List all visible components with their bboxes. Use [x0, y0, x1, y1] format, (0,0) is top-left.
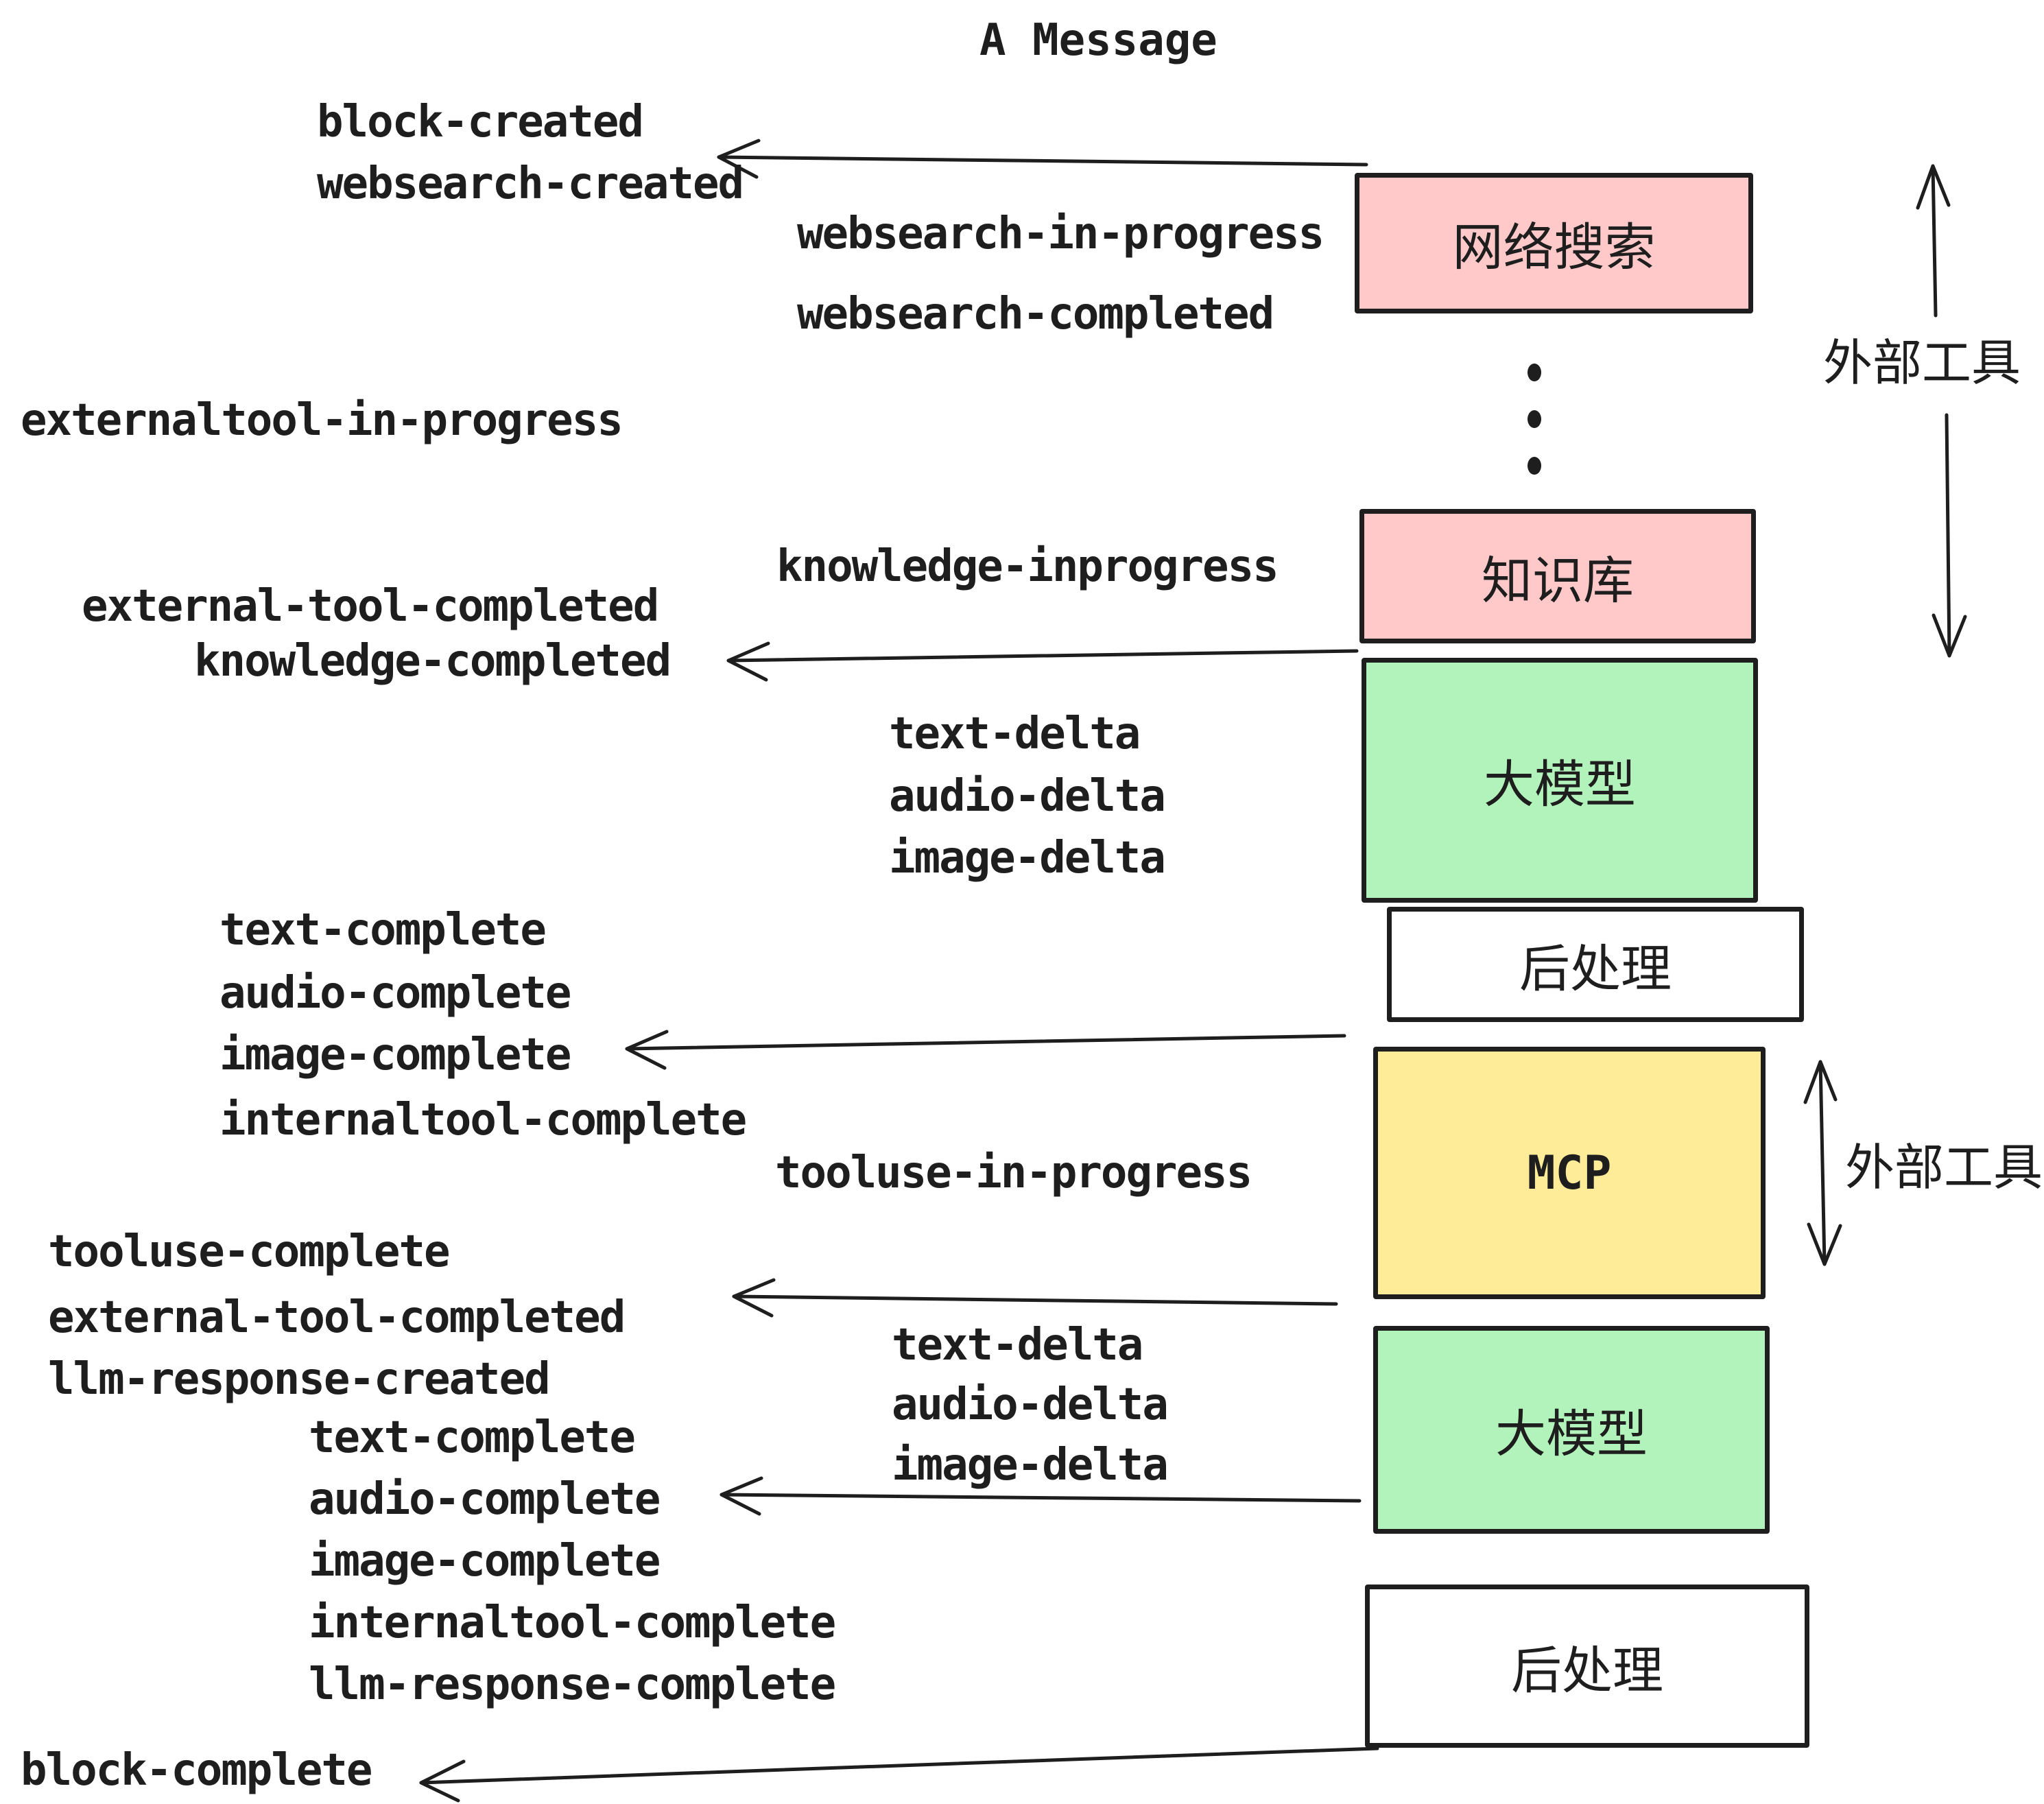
ellipsis-dots: [1528, 364, 1541, 475]
event-audio-delta-1: audio-delta: [889, 771, 1166, 822]
event-text-delta-2: text-delta: [892, 1320, 1143, 1370]
arrow-to-websearch-created: [717, 139, 1368, 179]
event-tooluse-complete: tooluse-complete: [48, 1226, 450, 1277]
event-external-tool-completed-1: external-tool-completed: [82, 581, 659, 632]
event-externaltool-in-progress: externaltool-in-progress: [21, 395, 623, 446]
event-llm-response-created: llm-response-created: [48, 1354, 551, 1405]
event-websearch-in-progress: websearch-in-progress: [797, 209, 1324, 259]
box-llm-1-label: 大模型: [1484, 755, 1636, 814]
box-knowledge-base-label: 知识库: [1482, 551, 1634, 610]
diagram-title: A Message: [979, 15, 1217, 66]
event-audio-delta-2: audio-delta: [892, 1379, 1169, 1430]
box-llm-2: 大模型: [1373, 1326, 1770, 1534]
box-postprocess-2: 后处理: [1365, 1585, 1809, 1748]
box-postprocess-1-label: 后处理: [1519, 939, 1672, 999]
event-image-complete-1: image-complete: [219, 1030, 571, 1080]
box-postprocess-2-label: 后处理: [1511, 1641, 1663, 1700]
external-tools-double-arrow-bottom: [1803, 1060, 1842, 1266]
box-llm-1: 大模型: [1362, 658, 1758, 903]
event-text-complete-2: text-complete: [309, 1412, 636, 1463]
box-mcp-label: MCP: [1527, 1146, 1612, 1200]
event-internaltool-complete-2: internaltool-complete: [309, 1598, 836, 1648]
external-tools-label-bottom: 外部工具: [1844, 1139, 2044, 1196]
event-audio-complete-1: audio-complete: [219, 968, 571, 1019]
event-llm-response-complete: llm-response-complete: [309, 1659, 836, 1710]
box-llm-2-label: 大模型: [1495, 1405, 1648, 1464]
event-internaltool-complete-1: internaltool-complete: [219, 1095, 747, 1146]
box-postprocess-1: 后处理: [1387, 907, 1804, 1022]
event-block-created: block-created: [317, 97, 644, 147]
event-websearch-completed: websearch-completed: [797, 289, 1274, 340]
event-external-tool-completed-2: external-tool-completed: [48, 1292, 626, 1343]
event-audio-complete-2: audio-complete: [309, 1474, 661, 1525]
box-mcp: MCP: [1373, 1047, 1766, 1299]
arrow-to-external-tool-completed: [732, 1278, 1338, 1318]
event-text-delta-1: text-delta: [889, 709, 1141, 759]
event-image-delta-1: image-delta: [889, 833, 1166, 883]
event-tooluse-in-progress: tooluse-in-progress: [775, 1148, 1252, 1198]
arrow-to-image-complete: [625, 1030, 1346, 1070]
event-image-complete-2: image-complete: [309, 1536, 661, 1587]
event-block-complete: block-complete: [21, 1745, 372, 1796]
external-tools-label-top: 外部工具: [1822, 334, 2023, 392]
arrow-to-block-complete: [419, 1746, 1379, 1803]
event-websearch-created: websearch-created: [317, 158, 744, 209]
event-knowledge-completed: knowledge-completed: [194, 636, 672, 687]
box-websearch-label: 网络搜索: [1452, 218, 1656, 277]
arrow-to-audio-complete: [720, 1476, 1362, 1516]
event-image-delta-2: image-delta: [892, 1440, 1169, 1491]
box-knowledge-base: 知识库: [1359, 509, 1756, 643]
event-knowledge-inprogress: knowledge-inprogress: [776, 541, 1279, 592]
event-text-complete-1: text-complete: [219, 905, 547, 956]
external-tools-double-arrow-top: [1916, 164, 1967, 658]
arrow-to-knowledge-completed: [726, 641, 1359, 682]
box-websearch: 网络搜索: [1355, 173, 1753, 313]
